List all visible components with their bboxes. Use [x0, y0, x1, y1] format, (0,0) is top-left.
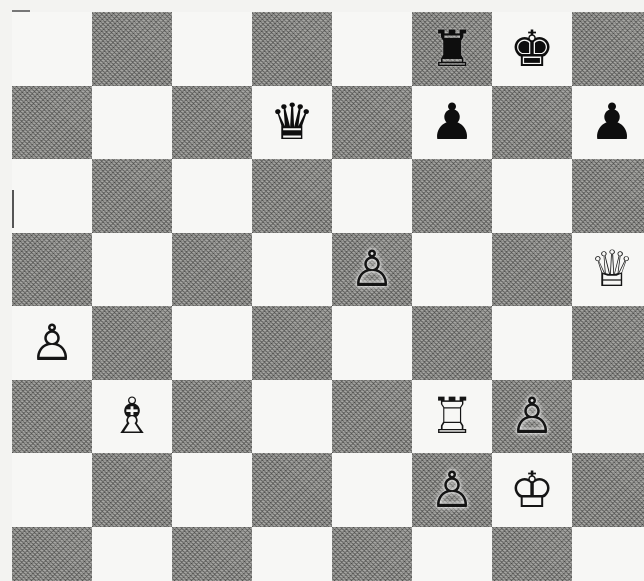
square-d1[interactable]: [252, 527, 332, 581]
square-b1[interactable]: [92, 527, 172, 581]
white-pawn-icon[interactable]: ♙: [350, 244, 395, 294]
square-e2[interactable]: [332, 453, 412, 527]
square-h6[interactable]: [572, 159, 644, 233]
square-h2[interactable]: [572, 453, 644, 527]
square-e7[interactable]: [332, 86, 412, 160]
square-f8[interactable]: ♜: [412, 12, 492, 86]
square-g4[interactable]: [492, 306, 572, 380]
white-pawn-icon[interactable]: ♙: [30, 318, 75, 368]
square-c2[interactable]: [172, 453, 252, 527]
square-d7[interactable]: ♛: [252, 86, 332, 160]
square-f5[interactable]: [412, 233, 492, 307]
square-h5[interactable]: ♕: [572, 233, 644, 307]
black-king-icon[interactable]: ♚: [510, 24, 555, 74]
square-a4[interactable]: ♙: [12, 306, 92, 380]
white-bishop-icon[interactable]: ♗: [110, 391, 155, 441]
square-d5[interactable]: [252, 233, 332, 307]
square-h7[interactable]: ♟: [572, 86, 644, 160]
square-a2[interactable]: [12, 453, 92, 527]
square-e1[interactable]: [332, 527, 412, 581]
square-e3[interactable]: [332, 380, 412, 454]
square-f3[interactable]: ♖: [412, 380, 492, 454]
square-b4[interactable]: [92, 306, 172, 380]
square-b3[interactable]: ♗: [92, 380, 172, 454]
square-c4[interactable]: [172, 306, 252, 380]
black-pawn-icon[interactable]: ♟: [590, 97, 635, 147]
square-g2[interactable]: ♔: [492, 453, 572, 527]
square-e6[interactable]: [332, 159, 412, 233]
square-b8[interactable]: [92, 12, 172, 86]
square-a3[interactable]: [12, 380, 92, 454]
square-d2[interactable]: [252, 453, 332, 527]
square-e8[interactable]: [332, 12, 412, 86]
black-queen-icon[interactable]: ♛: [270, 97, 315, 147]
square-d3[interactable]: [252, 380, 332, 454]
square-g5[interactable]: [492, 233, 572, 307]
white-pawn-icon[interactable]: ♙: [510, 391, 555, 441]
square-d6[interactable]: [252, 159, 332, 233]
black-rook-icon[interactable]: ♜: [430, 24, 475, 74]
square-c6[interactable]: [172, 159, 252, 233]
square-h1[interactable]: [572, 527, 644, 581]
black-pawn-icon[interactable]: ♟: [430, 97, 475, 147]
square-e4[interactable]: [332, 306, 412, 380]
square-g3[interactable]: ♙: [492, 380, 572, 454]
square-c3[interactable]: [172, 380, 252, 454]
square-b7[interactable]: [92, 86, 172, 160]
square-g6[interactable]: [492, 159, 572, 233]
square-f7[interactable]: ♟: [412, 86, 492, 160]
square-f4[interactable]: [412, 306, 492, 380]
square-g8[interactable]: ♚: [492, 12, 572, 86]
square-h4[interactable]: [572, 306, 644, 380]
white-rook-icon[interactable]: ♖: [430, 391, 475, 441]
square-f2[interactable]: ♙: [412, 453, 492, 527]
square-g1[interactable]: [492, 527, 572, 581]
white-queen-icon[interactable]: ♕: [590, 244, 635, 294]
white-king-icon[interactable]: ♔: [510, 465, 555, 515]
square-a7[interactable]: [12, 86, 92, 160]
square-b5[interactable]: [92, 233, 172, 307]
square-a8[interactable]: [12, 12, 92, 86]
square-e5[interactable]: ♙: [332, 233, 412, 307]
square-a1[interactable]: [12, 527, 92, 581]
square-g7[interactable]: [492, 86, 572, 160]
square-h3[interactable]: [572, 380, 644, 454]
square-h8[interactable]: [572, 12, 644, 86]
square-c7[interactable]: [172, 86, 252, 160]
square-d4[interactable]: [252, 306, 332, 380]
square-c8[interactable]: [172, 12, 252, 86]
square-c5[interactable]: [172, 233, 252, 307]
square-f1[interactable]: [412, 527, 492, 581]
edge-mark: [12, 190, 14, 228]
square-b6[interactable]: [92, 159, 172, 233]
square-c1[interactable]: [172, 527, 252, 581]
square-a5[interactable]: [12, 233, 92, 307]
white-pawn-icon[interactable]: ♙: [430, 465, 475, 515]
square-d8[interactable]: [252, 12, 332, 86]
square-b2[interactable]: [92, 453, 172, 527]
chess-board: ♜ ♚ ♛ ♟ ♟ ♙ ♕ ♙ ♗ ♖ ♙ ♙ ♔: [12, 12, 644, 581]
square-a6[interactable]: [12, 159, 92, 233]
square-f6[interactable]: [412, 159, 492, 233]
